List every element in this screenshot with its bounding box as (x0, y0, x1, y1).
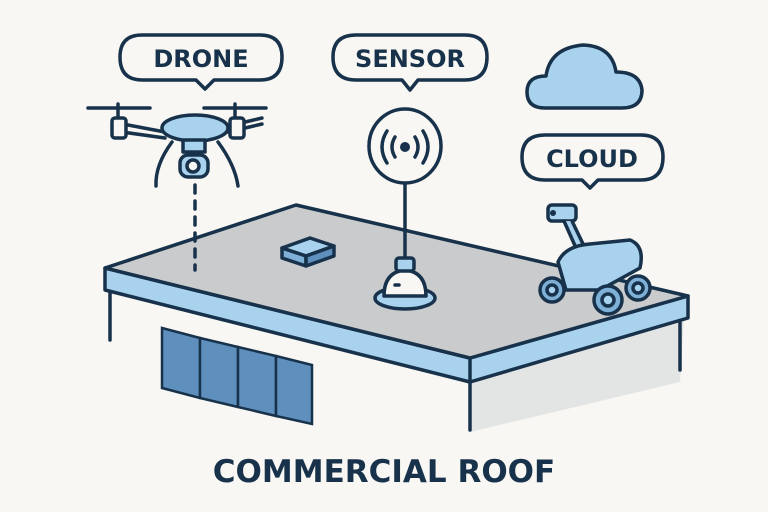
roof-robot (538, 203, 652, 316)
building (103, 203, 690, 432)
robot-body (556, 238, 643, 292)
cloud-callout: CLOUD (520, 133, 665, 190)
sensor-callout: SENSOR (331, 33, 489, 92)
drone-callout: DRONE (118, 33, 284, 91)
sensor-label: SENSOR (355, 45, 465, 73)
windows (160, 326, 314, 426)
roof-unit-box (280, 236, 336, 268)
robot-camera (546, 203, 578, 223)
side-wall (470, 318, 684, 432)
drone (86, 102, 268, 272)
drone-body (160, 113, 230, 143)
diagram-title: COMMERCIAL ROOF (213, 454, 555, 490)
cloud-label: CLOUD (546, 145, 638, 173)
sensor (367, 107, 443, 311)
drone-label: DRONE (153, 45, 248, 73)
cloud-icon (525, 43, 644, 110)
